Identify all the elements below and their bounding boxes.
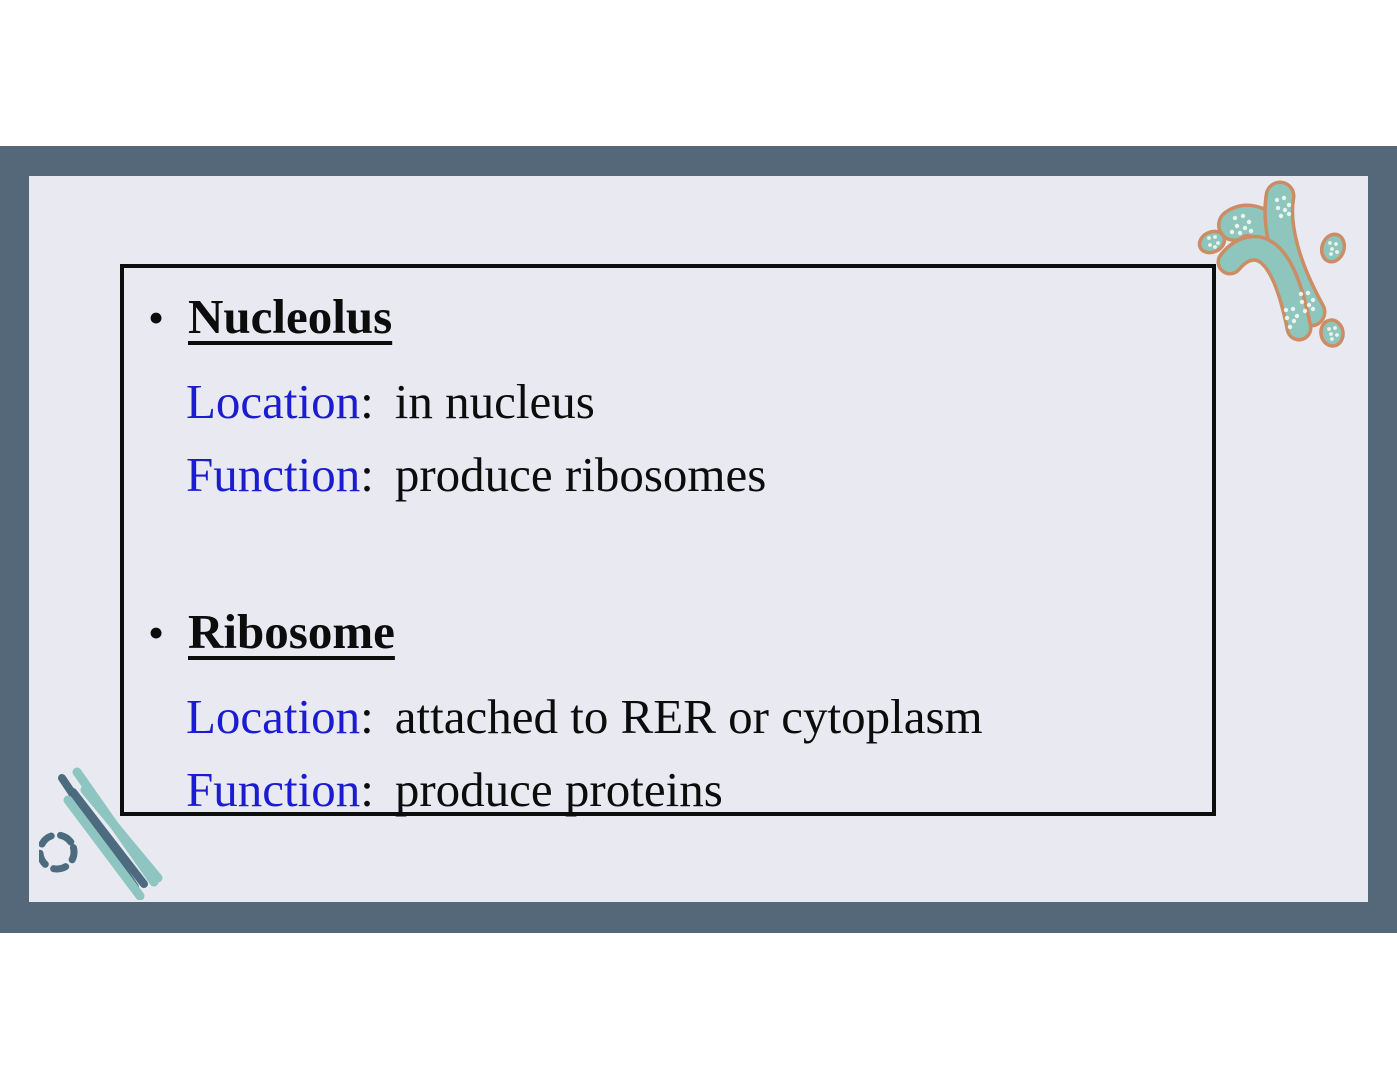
content-textbox: • Nucleolus Location: in nucleus Function:… <box>120 264 1216 817</box>
bullet-glyph: • <box>148 292 165 343</box>
bullet-group-ribosome: • Ribosome Location: attached to RER or cy… <box>148 595 1212 826</box>
slide-canvas: • Nucleolus Location: in nucleus Function:… <box>29 176 1368 902</box>
heading-row: • Nucleolus <box>148 280 1212 365</box>
bullet-glyph: • <box>148 607 165 658</box>
function-label: Function <box>186 447 361 502</box>
detail-location: Location: attached to RER or cytoplasm <box>148 680 1212 753</box>
function-label: Function <box>186 762 361 817</box>
function-value: produce ribosomes <box>394 447 767 502</box>
colon: : <box>360 374 374 429</box>
filament-strokes <box>58 767 163 900</box>
location-label: Location <box>186 374 361 429</box>
heading-nucleolus: Nucleolus <box>188 289 393 344</box>
organelle-cluster-graphic <box>1197 180 1347 348</box>
location-value: in nucleus <box>394 374 595 429</box>
function-value: produce proteins <box>394 762 723 817</box>
heading-row: • Ribosome <box>148 595 1212 680</box>
colon: : <box>360 689 374 744</box>
filament-lines-graphic <box>39 767 163 900</box>
detail-function: Function: produce ribosomes <box>148 438 1212 511</box>
bullet-group-nucleolus: • Nucleolus Location: in nucleus Function:… <box>148 280 1212 511</box>
colon: : <box>360 447 374 502</box>
location-value: attached to RER or cytoplasm <box>394 689 983 744</box>
slide-frame: • Nucleolus Location: in nucleus Function:… <box>0 146 1397 933</box>
organelle-oval-left <box>1197 229 1227 255</box>
heading-ribosome: Ribosome <box>188 604 395 659</box>
location-label: Location <box>186 689 361 744</box>
detail-location: Location: in nucleus <box>148 365 1212 438</box>
organelle-speckles <box>1207 195 1339 341</box>
detail-function: Function: produce proteins <box>148 753 1212 826</box>
dashed-circle-icon <box>39 831 78 873</box>
colon: : <box>360 762 374 817</box>
